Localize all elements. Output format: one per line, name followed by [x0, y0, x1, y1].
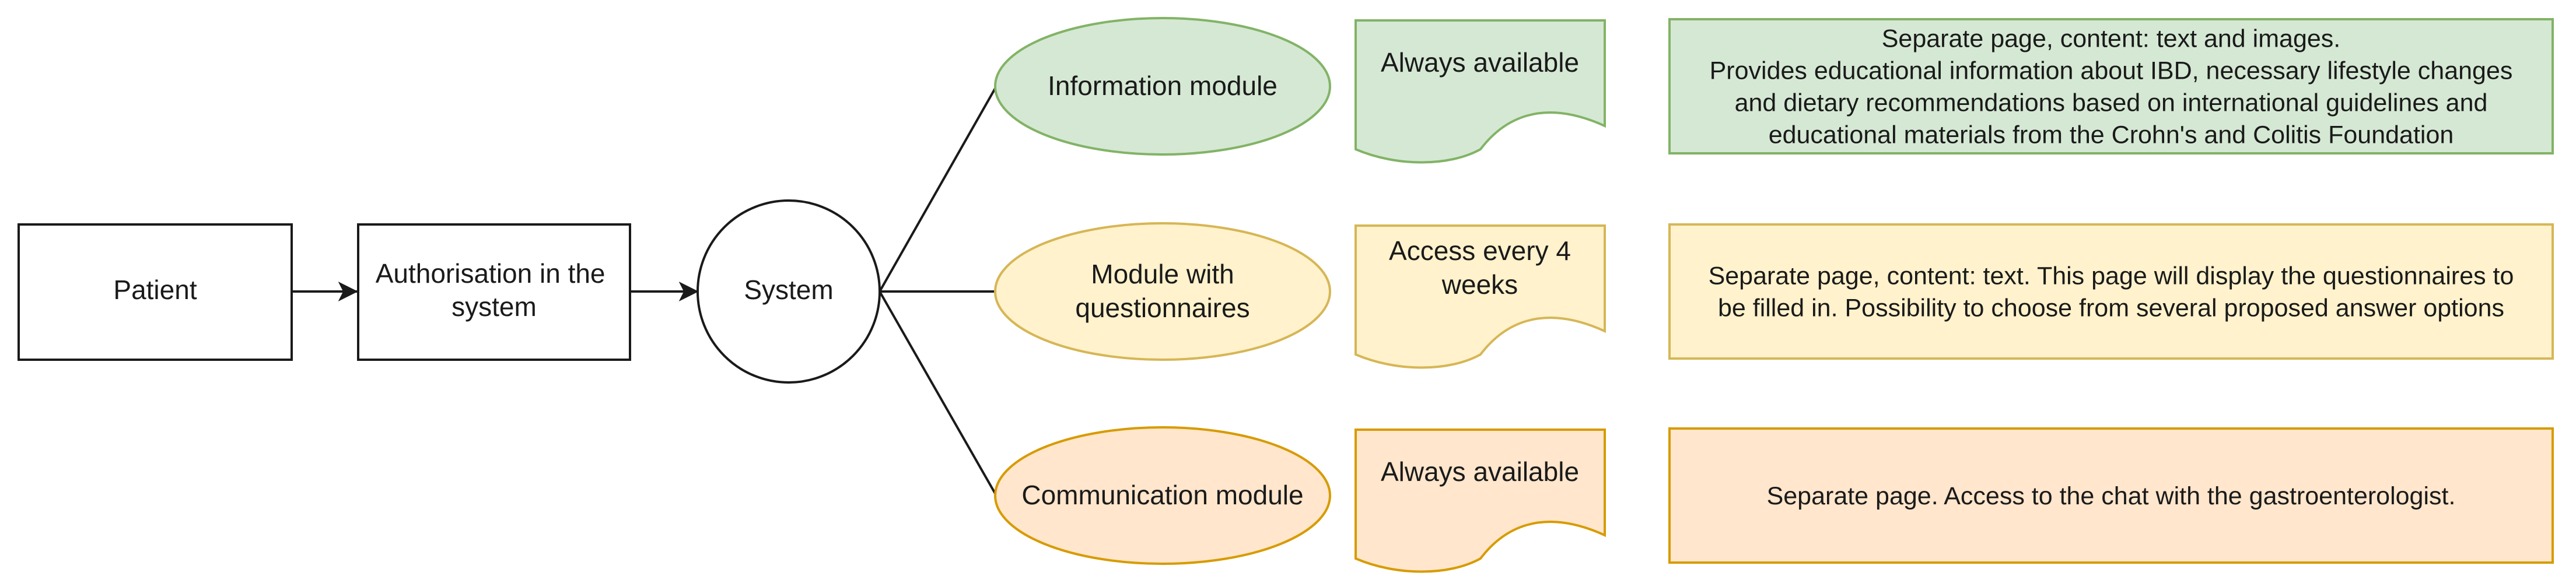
questionnaires-availability-label-line-1: Access every 4 — [1389, 236, 1571, 266]
connector-system-to-information — [878, 86, 998, 292]
questionnaires-module-name-line-2: questionnaires — [1075, 293, 1250, 323]
information-availability-label-line-1: Always available — [1381, 47, 1579, 78]
information-details-box — [1668, 18, 2554, 154]
questionnaires-module-name-line-1: Module with — [1091, 259, 1234, 289]
information-module-name-line-1: Information module — [1048, 71, 1278, 101]
patient-node: Patient — [18, 223, 293, 361]
authorisation-label: Authorisation in the system — [376, 258, 613, 322]
communication-details-box — [1668, 427, 2554, 564]
communication-availability-shape — [1354, 429, 1606, 573]
questionnaires-module-ellipse — [994, 222, 1331, 361]
communication-availability-label-line-1: Always available — [1381, 456, 1579, 487]
communication-module-name-line-1: Communication module — [1021, 480, 1303, 510]
information-details-text-line-3: and dietary recommendations based on int… — [1735, 89, 2488, 117]
questionnaires-details-box — [1668, 223, 2554, 360]
patient-label: Patient — [113, 275, 197, 305]
communication-module-ellipse — [994, 426, 1331, 565]
questionnaires-availability-shape — [1354, 224, 1606, 369]
authorisation-label-line-1: Authorisation in the — [376, 258, 606, 289]
communication-details-text-line-1: Separate page. Access to the chat with t… — [1767, 482, 2456, 510]
connector-system-to-communication — [878, 291, 998, 496]
communication-module-row: Communication module Always availableSepa… — [994, 426, 2554, 573]
information-module-row: Information module Always available Separa… — [994, 17, 2554, 164]
authorisation-label-line-2: system — [452, 292, 537, 322]
information-details-text-line-1: Separate page, content: text and images. — [1882, 25, 2340, 53]
system-label: System — [744, 275, 833, 305]
information-details-text: Separate page, content: text and images.… — [1710, 25, 2513, 149]
information-availability-shape — [1354, 19, 1606, 164]
information-availability-label: Always available — [1381, 47, 1579, 78]
communication-details-text: Separate page. Access to the chat with t… — [1767, 482, 2456, 510]
information-module-name: Information module — [1048, 71, 1278, 101]
communication-module-name: Communication module — [1021, 480, 1303, 510]
questionnaires-details-text-line-1: Separate page, content: text. This page … — [1709, 262, 2514, 290]
questionnaires-details-text-line-2: be filled in. Possibility to choose from… — [1718, 294, 2504, 322]
questionnaires-details-text: Separate page, content: text. This page … — [1709, 262, 2514, 322]
system-node: System — [696, 199, 881, 384]
authorisation-node: Authorisation in the system — [357, 223, 631, 361]
information-details-text-line-2: Provides educational information about I… — [1710, 57, 2513, 85]
questionnaires-availability-label-line-2: weeks — [1441, 269, 1518, 300]
information-details-text-line-4: educational materials from the Crohn's a… — [1769, 121, 2454, 149]
questionnaires-module-name: Module with questionnaires — [1075, 259, 1250, 323]
communication-availability-label: Always available — [1381, 456, 1579, 487]
information-module-ellipse — [994, 17, 1331, 156]
